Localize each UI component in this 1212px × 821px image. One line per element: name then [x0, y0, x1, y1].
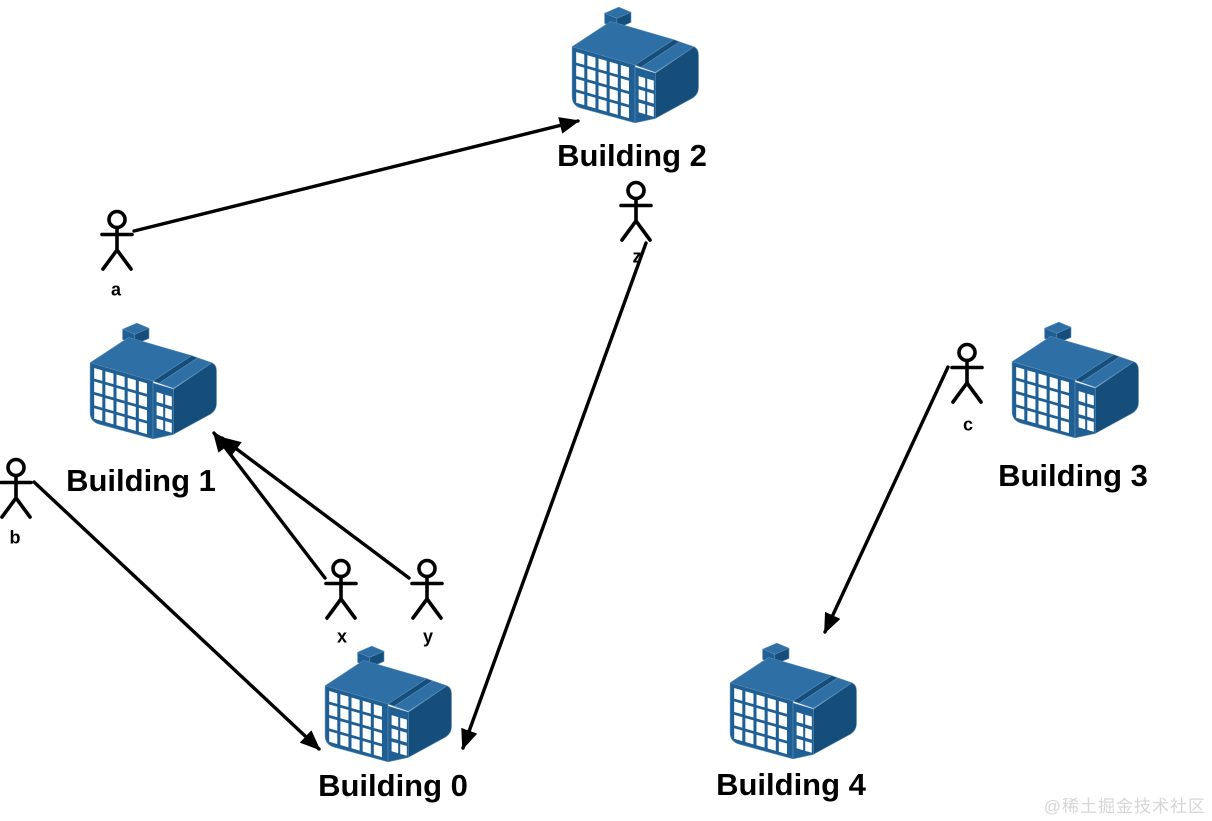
- stick-figure-icon: [614, 180, 658, 244]
- person-b-label: b: [9, 527, 21, 548]
- building-icon: [317, 643, 453, 763]
- stick-figure-icon: [95, 209, 139, 273]
- person-a-label: a: [110, 279, 122, 300]
- building-2-icon: [564, 4, 700, 124]
- building-icon: [82, 320, 218, 440]
- building-0-icon: [317, 643, 453, 763]
- stick-figure-icon: [405, 558, 449, 622]
- person-x-icon: [319, 558, 363, 622]
- building-0-label: Building 0: [318, 768, 468, 803]
- building-2-label: Building 2: [557, 138, 707, 173]
- building-icon: [564, 4, 700, 124]
- person-x-label: x: [336, 626, 348, 647]
- stick-figure-icon: [319, 558, 363, 622]
- building-icon: [1004, 319, 1140, 439]
- person-y-icon: [405, 558, 449, 622]
- person-a-icon: [95, 209, 139, 273]
- building-3-label: Building 3: [998, 458, 1148, 493]
- person-c-label: c: [962, 414, 974, 435]
- building-4-icon: [722, 640, 858, 760]
- stick-figure-icon: [945, 342, 989, 406]
- person-z-label: z: [632, 246, 642, 267]
- person-y-label: y: [422, 626, 434, 647]
- building-3-icon: [1004, 319, 1140, 439]
- watermark: @稀土掘金技术社区: [1043, 797, 1206, 816]
- person-c-icon: [945, 342, 989, 406]
- building-icon: [722, 640, 858, 760]
- person-z-icon: [614, 180, 658, 244]
- stick-figure-icon: [0, 457, 38, 521]
- building-1-icon: [82, 320, 218, 440]
- building-4-label: Building 4: [716, 767, 866, 802]
- person-b-icon: [0, 457, 38, 521]
- building-1-label: Building 1: [66, 463, 216, 498]
